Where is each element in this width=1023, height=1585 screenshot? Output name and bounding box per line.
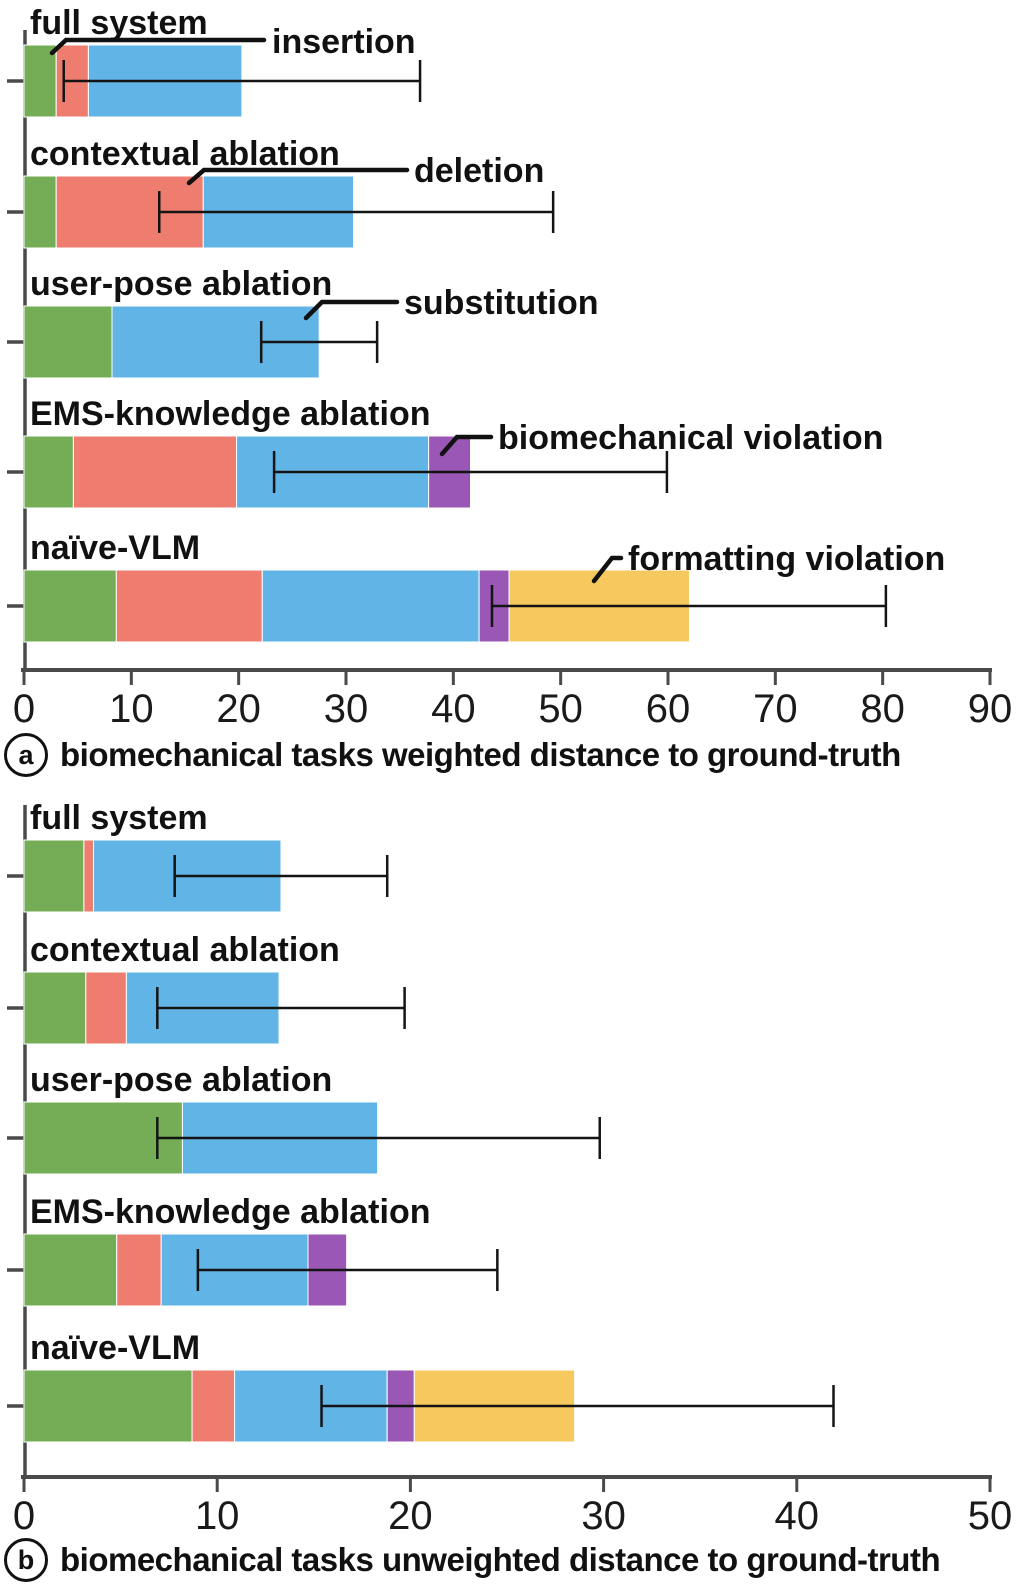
bar-segment-insertion: [23, 175, 57, 249]
bar-segment-insertion: [23, 44, 57, 118]
category-label: user-pose ablation: [30, 1061, 332, 1099]
error-bar: [62, 60, 422, 102]
annotation-label-insertion: insertion: [272, 23, 416, 61]
bar-segment-deletion: [115, 569, 263, 643]
annotation-label-deletion: deletion: [414, 152, 544, 190]
category-label: full system: [30, 4, 208, 42]
bar-segment-insertion: [23, 569, 117, 643]
bar-segment-deletion: [83, 839, 95, 913]
bar-segment-substitution: [261, 569, 480, 643]
category-label: EMS-knowledge ablation: [30, 395, 430, 433]
category-label: naïve-VLM: [30, 529, 200, 567]
annotation-leader-line: [49, 37, 267, 56]
chart-a: 0 10 20 30 40 50 60 70 80 90 full system contextual…: [7, 4, 1012, 731]
category-label: EMS-knowledge ablation: [30, 1193, 430, 1231]
bar-segment-deletion: [116, 1233, 162, 1307]
bar-segment-deletion: [85, 971, 127, 1045]
x-axis-tick-label: 50: [968, 1494, 1013, 1538]
x-axis-tick-label: 0: [13, 687, 35, 731]
annotation-leader-line: [439, 434, 494, 457]
error-bar: [272, 451, 669, 493]
error-bar: [320, 1385, 835, 1427]
error-bar: [157, 191, 555, 233]
error-bar: [173, 855, 389, 897]
bar-segment-insertion: [23, 1101, 183, 1175]
annotation-leader-line: [303, 299, 400, 321]
caption-a-text: biomechanical tasks weighted distance to…: [60, 736, 901, 773]
chart-b: 0 10 20 30 40 50 full system contextual ablatio…: [7, 799, 1012, 1538]
x-axis-tick-label: 20: [216, 687, 261, 731]
x-axis-tick-label: 10: [195, 1494, 240, 1538]
bar-segment-insertion: [23, 839, 85, 913]
annotation-label-formatting-violation: formatting violation: [628, 540, 945, 578]
x-axis-tick-label: 40: [775, 1494, 820, 1538]
x-axis-tick-label: 30: [324, 687, 369, 731]
bar-segment-insertion: [23, 971, 87, 1045]
bar-segment-insertion: [23, 1233, 118, 1307]
error-bar: [259, 321, 379, 363]
x-axis-tick-label: 30: [581, 1494, 626, 1538]
annotation-leader-line: [591, 555, 624, 584]
error-bar: [156, 1117, 601, 1159]
caption-a-circled-letter: a: [4, 733, 48, 777]
bar-segment-insertion: [23, 435, 74, 509]
category-label: naïve-VLM: [30, 1329, 200, 1367]
x-axis-tick-label: 0: [13, 1494, 35, 1538]
error-bar: [490, 585, 888, 627]
x-axis-tick-label: 20: [388, 1494, 433, 1538]
annotation-leader-line: [186, 167, 410, 186]
error-bar: [156, 987, 406, 1029]
caption-b: b biomechanical tasks unweighted distanc…: [4, 1538, 941, 1582]
x-axis-tick-label: 40: [431, 687, 476, 731]
error-bar: [196, 1249, 499, 1291]
caption-b-circled-letter: b: [4, 1538, 48, 1582]
bar-segment-insertion: [23, 305, 113, 379]
annotation-label-substitution: substitution: [404, 284, 599, 322]
x-axis-tick-label: 90: [968, 687, 1013, 731]
bar-segment-deletion: [72, 435, 238, 509]
x-axis-tick-label: 60: [646, 687, 691, 731]
category-label: user-pose ablation: [30, 265, 332, 303]
category-label: full system: [30, 799, 208, 837]
category-label: contextual ablation: [30, 135, 340, 173]
caption-b-text: biomechanical tasks unweighted distance …: [60, 1541, 941, 1578]
bar-segment-insertion: [23, 1369, 193, 1443]
annotation-label-biomechanical-violation: biomechanical violation: [498, 419, 883, 457]
caption-a: a biomechanical tasks weighted distance …: [4, 733, 901, 777]
x-axis-tick-label: 70: [753, 687, 798, 731]
bar-segment-deletion: [191, 1369, 236, 1443]
x-axis-tick-label: 80: [860, 687, 905, 731]
x-axis-tick-label: 50: [538, 687, 583, 731]
category-label: contextual ablation: [30, 931, 340, 969]
x-axis-tick-label: 10: [109, 687, 154, 731]
